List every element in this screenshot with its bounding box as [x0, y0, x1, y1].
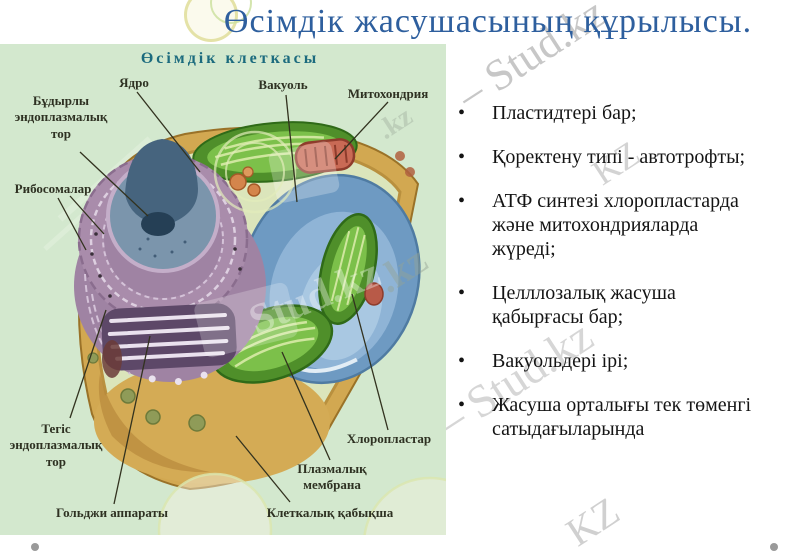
- page-title: Өсімдік жасушасының құрылысы.: [223, 3, 753, 40]
- plant-cell-illustration: Stud.kz .kz .kz: [0, 44, 446, 535]
- list-item: Қоректену типі - автотрофты;: [456, 145, 800, 169]
- wall-spots: [87, 151, 415, 432]
- mitochondrion-shape: [364, 282, 384, 306]
- label-mitochondria: Митохондрия: [347, 86, 429, 101]
- chloroplast-shape: [318, 213, 378, 325]
- list-item: Вакуольдері ірі;: [456, 349, 800, 373]
- label-ribosomes: Рибосомалар: [14, 181, 92, 196]
- figure-title: Өсімдік клеткасы: [140, 50, 320, 67]
- bullet-text: Қоректену типі - автотрофты;: [492, 146, 746, 168]
- bullet-text: Целллозалық жасуша қабырғасы бар;: [492, 282, 676, 328]
- vesicle-cluster: [229, 166, 261, 197]
- label-cell-wall: Клеткалық қабықша: [266, 505, 394, 520]
- nav-dot: [770, 543, 778, 551]
- label-vacuole: Вакуоль: [258, 77, 308, 92]
- label-chloroplasts: Хлоропластар: [346, 431, 432, 446]
- label-rough-er: Бұдырлы эндоплазмалық тор: [14, 93, 108, 141]
- bullet-text: Жасуша орталығы тек төменгі сатыдағылары…: [492, 394, 752, 440]
- nucleus-shape: [106, 139, 220, 273]
- golgi-apparatus-shape: [101, 303, 237, 386]
- list-item: Пластидтері бар;: [456, 101, 800, 125]
- label-smooth-er: Тегіс эндоплазмалық тор: [9, 421, 103, 469]
- label-plasma-membrane: Плазмалық мембрана: [297, 461, 367, 493]
- bullet-text: Вакуольдері ірі;: [492, 350, 629, 372]
- bullet-list: Пластидтері бар; Қоректену типі - автотр…: [456, 101, 800, 461]
- plant-cell-figure: Stud.kz .kz .kz Өсімдік клеткасы Ядро Ва…: [0, 44, 446, 535]
- watermark-fragment: KZ: [558, 488, 628, 553]
- bullet-text: Пластидтері бар;: [492, 102, 637, 124]
- label-pointer-lines: [57, 91, 389, 505]
- nav-dot: [31, 543, 39, 551]
- list-item: АТФ синтезі хлоропластарда және митохонд…: [456, 189, 800, 261]
- bullet-text: АТФ синтезі хлоропластарда және митохонд…: [492, 190, 739, 260]
- list-item: Целллозалық жасуша қабырғасы бар;: [456, 281, 800, 329]
- label-golgi: Гольджи аппараты: [55, 505, 169, 520]
- list-item: Жасуша орталығы тек төменгі сатыдағылары…: [456, 393, 800, 441]
- mitochondrion-shape: [294, 138, 356, 174]
- figure-watermark-shapes: [157, 130, 446, 535]
- label-nucleus: Ядро: [119, 75, 149, 90]
